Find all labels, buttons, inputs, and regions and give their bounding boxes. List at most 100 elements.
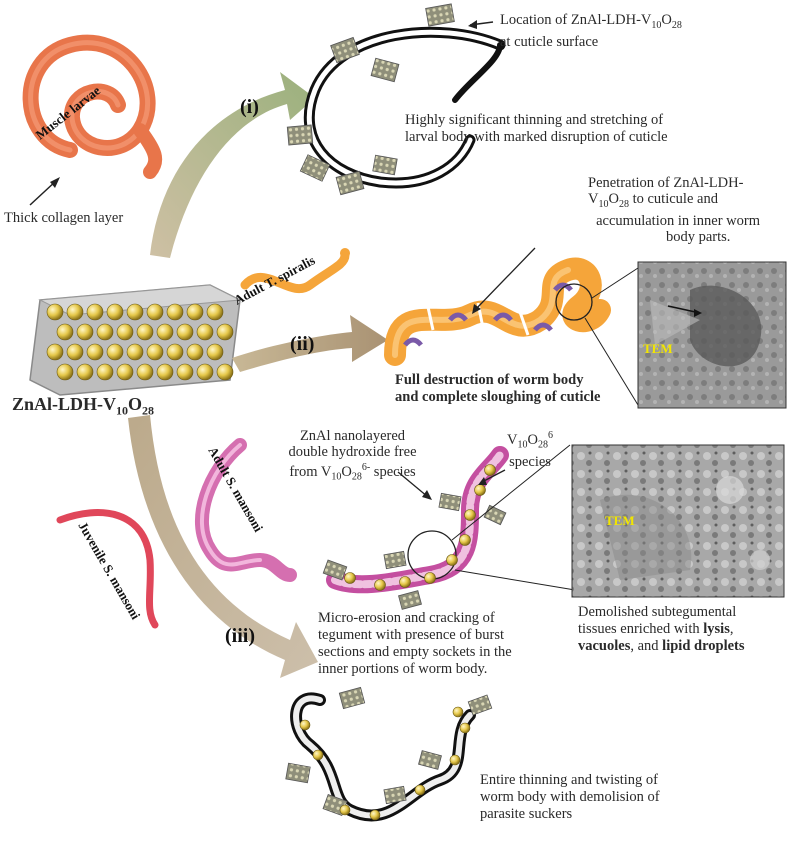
ldh-flake — [322, 559, 348, 581]
panel-ii-worm — [384, 257, 611, 366]
ldh-sphere — [96, 323, 114, 341]
ldh-flake — [370, 57, 400, 83]
panel-ii-result-text: Full destruction of worm body and comple… — [395, 372, 601, 405]
ldh-sphere — [106, 343, 124, 361]
v10o28-sphere — [312, 749, 324, 761]
ldh-flake — [330, 36, 360, 64]
v10o28-sphere — [344, 572, 356, 584]
ldh-sphere — [56, 323, 74, 341]
ldh-sphere — [106, 303, 124, 321]
ldh-flake — [299, 154, 331, 182]
juvenile-s-mansoni-label: Juvenile S. mansoni — [75, 519, 143, 622]
v10o28-sphere — [424, 572, 436, 584]
collagen-label: Thick collagen layer — [4, 210, 124, 226]
v10o28-sphere — [452, 706, 464, 718]
muscle-larvae-illustration — [22, 34, 163, 179]
center-material-label: ZnAl-LDH-V10O28 — [12, 394, 155, 418]
ldh-sphere — [66, 343, 84, 361]
ldh-sphere — [86, 303, 104, 321]
ldh-sphere — [56, 363, 74, 381]
v10o28-sphere — [459, 534, 471, 546]
v10o28-sphere — [459, 722, 471, 734]
v10o28-sphere — [414, 784, 426, 796]
ldh-flake — [438, 492, 462, 512]
ldh-sphere — [136, 323, 154, 341]
v10o28-sphere — [449, 754, 461, 766]
v10o28-sphere — [369, 809, 381, 821]
v10o28-sphere — [474, 484, 486, 496]
ldh-sphere — [216, 363, 234, 381]
v10o28-sphere — [484, 464, 496, 476]
ldh-sphere — [126, 303, 144, 321]
ldh-sphere — [216, 323, 234, 341]
ldh-sphere — [206, 303, 224, 321]
arrow-iii — [128, 415, 318, 678]
ldh-flake — [335, 170, 365, 196]
ldh-flake — [285, 762, 311, 784]
step-iii-label: (iii) — [225, 625, 255, 647]
ldh-sphere — [206, 343, 224, 361]
ldh-sphere — [186, 343, 204, 361]
ldh-sphere — [116, 323, 134, 341]
panel-i-ldh-flakes — [286, 3, 455, 196]
ldh-sphere — [126, 343, 144, 361]
step-i-label: (i) — [240, 96, 259, 118]
panel-iii-demolished-text: Demolished subtegumental tissues enriche… — [578, 604, 745, 654]
ldh-sphere — [116, 363, 134, 381]
ldh-sphere — [186, 303, 204, 321]
ldh-flake — [286, 124, 314, 146]
ldh-flake — [383, 550, 407, 570]
v10o28-sphere — [446, 554, 458, 566]
ldh-flake — [483, 504, 507, 526]
v10o28-sphere — [464, 509, 476, 521]
muscle-larvae-label: Muscle larvae — [33, 83, 104, 143]
ldh-sphere — [176, 323, 194, 341]
ldh-sphere — [66, 303, 84, 321]
ldh-sphere — [86, 343, 104, 361]
step-ii-label: (ii) — [290, 333, 314, 355]
ldh-flake — [398, 590, 422, 610]
panel-i-location-text: Location of ZnAl-LDH-V10O28 at cuticle s… — [500, 12, 682, 50]
ldh-sphere — [196, 323, 214, 341]
arrow-ii — [232, 315, 388, 372]
tem-label-ii: TEM — [643, 341, 673, 356]
panel-i-effect-text: Highly significant thinning and stretchi… — [405, 112, 668, 145]
ldh-sphere — [156, 323, 174, 341]
panel-ii-penetration-text: Penetration of ZnAl-LDH- V10O28 to cutic… — [588, 175, 760, 245]
ldh-sphere — [176, 363, 194, 381]
juvenile-s-mansoni-illustration — [56, 509, 159, 629]
ldh-flake — [372, 154, 398, 176]
ldh-flake — [338, 686, 366, 710]
ldh-sphere-group — [46, 303, 234, 381]
tem-image-iii — [571, 444, 785, 598]
panel-iii-nano-text: ZnAl nanolayered double hydroxide free f… — [288, 428, 417, 483]
ldh-sphere — [156, 363, 174, 381]
ldh-sphere — [136, 363, 154, 381]
ldh-sphere — [46, 303, 64, 321]
ldh-sphere — [166, 343, 184, 361]
panel-iii-erosion-text: Micro-erosion and cracking of tegument w… — [318, 610, 512, 677]
v10o28-sphere — [339, 804, 351, 816]
ldh-sphere — [46, 343, 64, 361]
adult-s-mansoni-illustration — [195, 438, 297, 582]
tem-image-ii — [637, 261, 787, 409]
panel-iii-thinning-text: Entire thinning and twisting of worm bod… — [480, 772, 660, 822]
arrow-i — [150, 72, 315, 258]
ldh-flake — [425, 3, 455, 27]
panel-iii-species-text: V10O286 species — [507, 430, 553, 470]
ldh-sphere — [146, 303, 164, 321]
ldh-sphere — [96, 363, 114, 381]
ldh-flake — [467, 694, 493, 716]
ldh-sphere — [166, 303, 184, 321]
v10o28-sphere — [374, 579, 386, 591]
bottom-ldh-flakes — [285, 686, 493, 821]
adult-t-spiralis-illustration — [240, 248, 350, 294]
ldh-sphere — [196, 363, 214, 381]
ldh-flake — [418, 750, 442, 770]
ldh-sphere — [76, 363, 94, 381]
v10o28-sphere — [399, 576, 411, 588]
ldh-sphere — [146, 343, 164, 361]
v10o28-sphere — [299, 719, 311, 731]
ldh-sphere — [76, 323, 94, 341]
